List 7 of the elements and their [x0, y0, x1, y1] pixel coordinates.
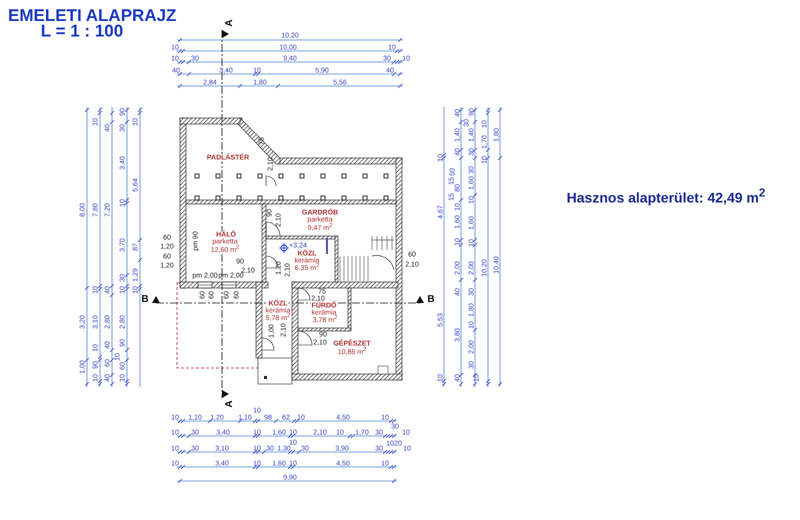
usable-area-label: Hasznos alapterület: 42,49 m$^{2}$ [566, 188, 766, 204]
section-mark: A [225, 400, 235, 408]
section-mark: A [225, 19, 235, 27]
drawing-title: EMELETI ALAPRAJZ [8, 6, 176, 25]
section-mark: B [141, 295, 149, 305]
scale-label: L = 1 : 100 [40, 22, 124, 40]
section-mark: B [427, 295, 435, 305]
